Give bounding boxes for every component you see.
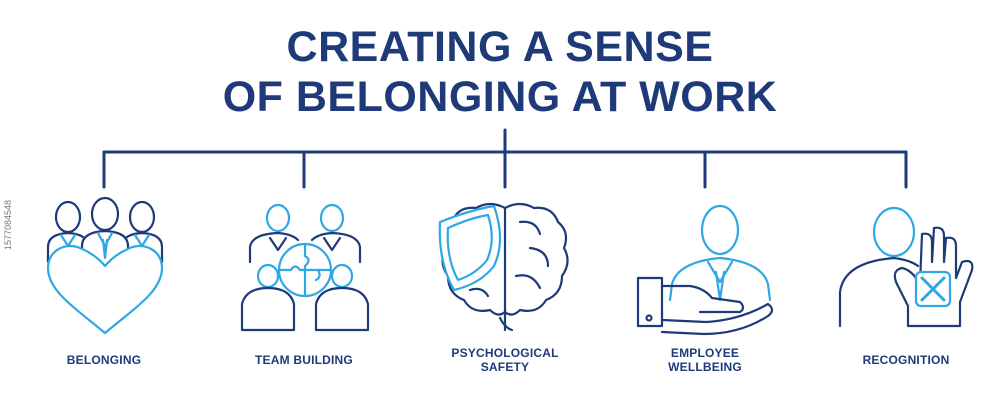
heart-team-icon <box>46 196 164 335</box>
connector-tree <box>102 128 908 189</box>
title-line-2: OF BELONGING AT WORK <box>222 73 778 121</box>
stock-id-watermark: 1577084548 <box>3 199 13 250</box>
page-title: CREATING A SENSE OF BELONGING AT WORK <box>0 22 1000 122</box>
title-line-1: CREATING A SENSE <box>286 23 714 71</box>
label-recognition: RECOGNITION <box>862 353 950 367</box>
label-team-building: TEAM BUILDING <box>255 353 353 367</box>
label-employee-wellbeing: EMPLOYEE WELLBEING <box>668 346 742 374</box>
puzzle-team-icon <box>240 203 370 332</box>
person-stop-hand-icon <box>838 206 974 328</box>
label-psychological-safety: PSYCHOLOGICAL SAFETY <box>451 346 559 374</box>
label-belonging: BELONGING <box>66 353 142 367</box>
hand-person-icon <box>636 204 774 336</box>
shield-brain-icon <box>438 202 569 332</box>
